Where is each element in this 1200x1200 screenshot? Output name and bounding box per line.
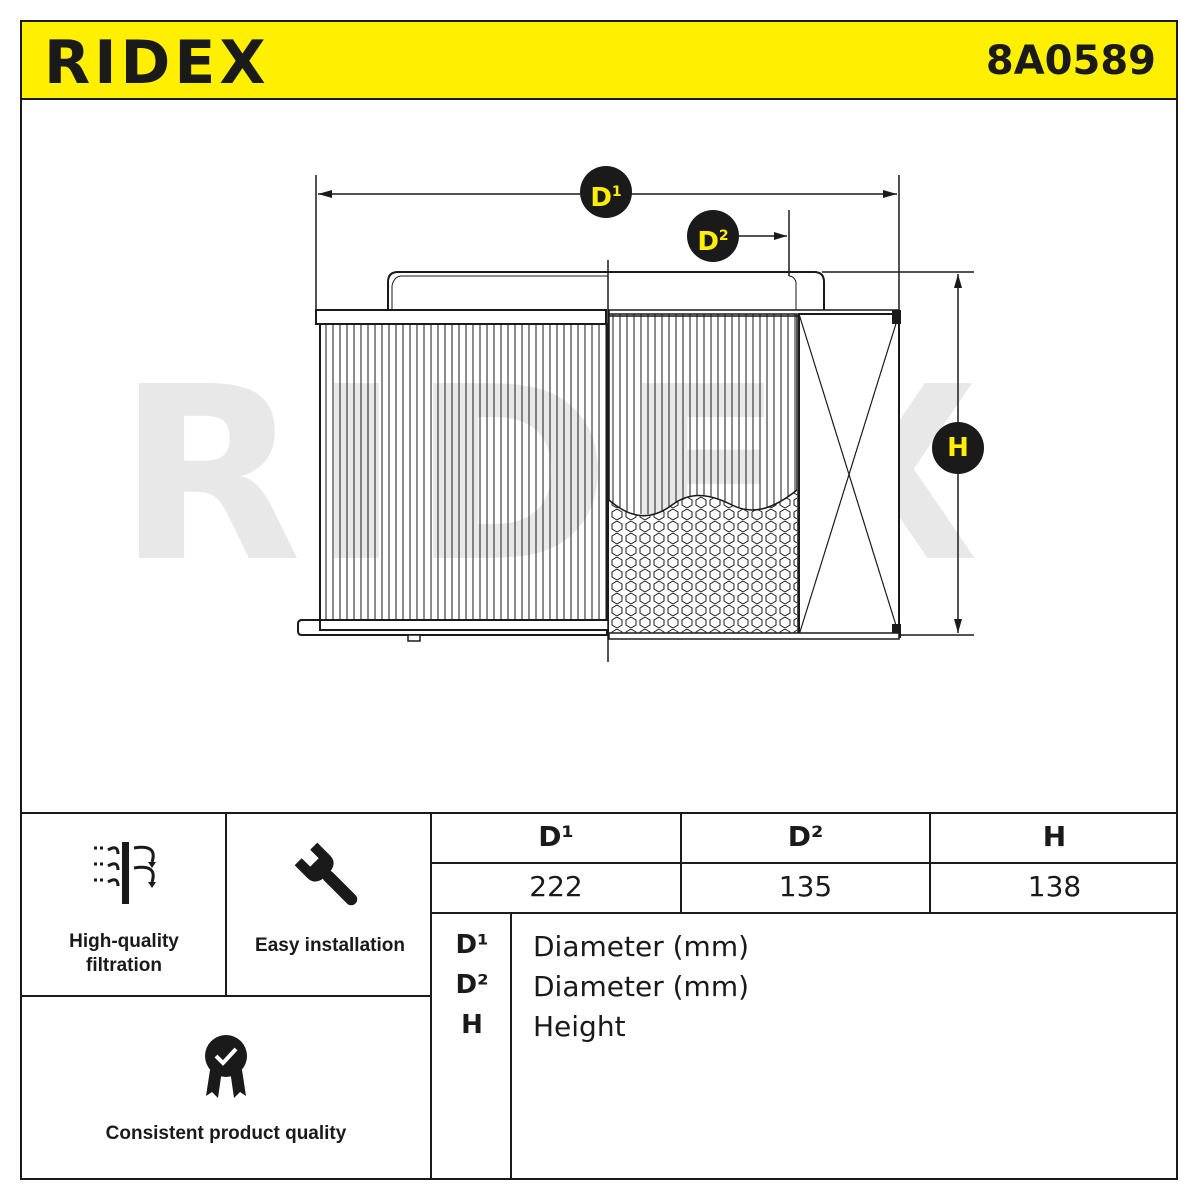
d1-arrow-right [883,190,897,198]
h-arrow-top [954,274,962,288]
d2-arrow [774,232,787,240]
feature-filtration-line2: filtration [86,955,162,976]
divider-table-col1 [680,812,682,913]
bottom-plate [297,619,608,636]
feature-filtration-label: High-quality filtration [24,930,224,978]
legend-key-d2: D² [455,970,489,1000]
divider-table-row1 [430,862,1178,864]
table-header-h: H [1042,820,1067,853]
d2-label: D2 [687,210,739,262]
divider-table-row2 [430,912,1178,914]
h-arrow-bottom [954,619,962,633]
divider-table-col2 [929,812,931,913]
d2-label-text: D [697,227,719,257]
legend-desc-d1: Diameter (mm) [533,930,750,963]
d1-arrow-left [318,190,332,198]
feature-quality-label: Consistent product quality [105,1123,347,1144]
technical-drawing: RIDEX [22,100,1176,812]
divider-legend-col [510,912,512,1180]
pleated-media-right [609,314,797,514]
filtration-icon [88,838,164,913]
wrench-icon [292,840,368,921]
filter-drawing-svg [297,175,974,662]
d1-label-text: D [590,183,612,213]
d2-label-sup: 2 [718,228,729,244]
d1-label: D1 [580,166,632,218]
header-bar: RIDEX 8A0589 [20,20,1178,100]
legend-desc-d2: Diameter (mm) [533,970,750,1003]
divider-feature-col [225,812,227,996]
table-value-d2: 135 [778,870,833,903]
divider-feature-mid [20,995,432,997]
divider-top [20,812,1178,814]
legend-key-h: H [461,1010,483,1040]
table-value-d1: 222 [529,870,583,903]
legend-desc-h: Height [533,1010,626,1043]
brand-logo: RIDEX [44,28,270,98]
pleated-media-left [319,323,608,621]
table-header-d2: D² [787,820,824,853]
top-plate [315,309,607,325]
legend-key-d1: D¹ [455,930,489,960]
feature-installation-label: Easy installation [255,935,405,956]
table-header-d1: D¹ [538,820,574,853]
h-label: H [932,422,984,474]
top-cap [387,271,825,310]
feature-filtration-line1: High-quality [69,931,179,952]
quality-badge-icon [200,1034,252,1105]
divider-main-col [430,812,432,1180]
d1-label-sup: 1 [611,184,622,200]
part-number: 8A0589 [985,38,1156,84]
table-value-h: 138 [1027,870,1082,903]
